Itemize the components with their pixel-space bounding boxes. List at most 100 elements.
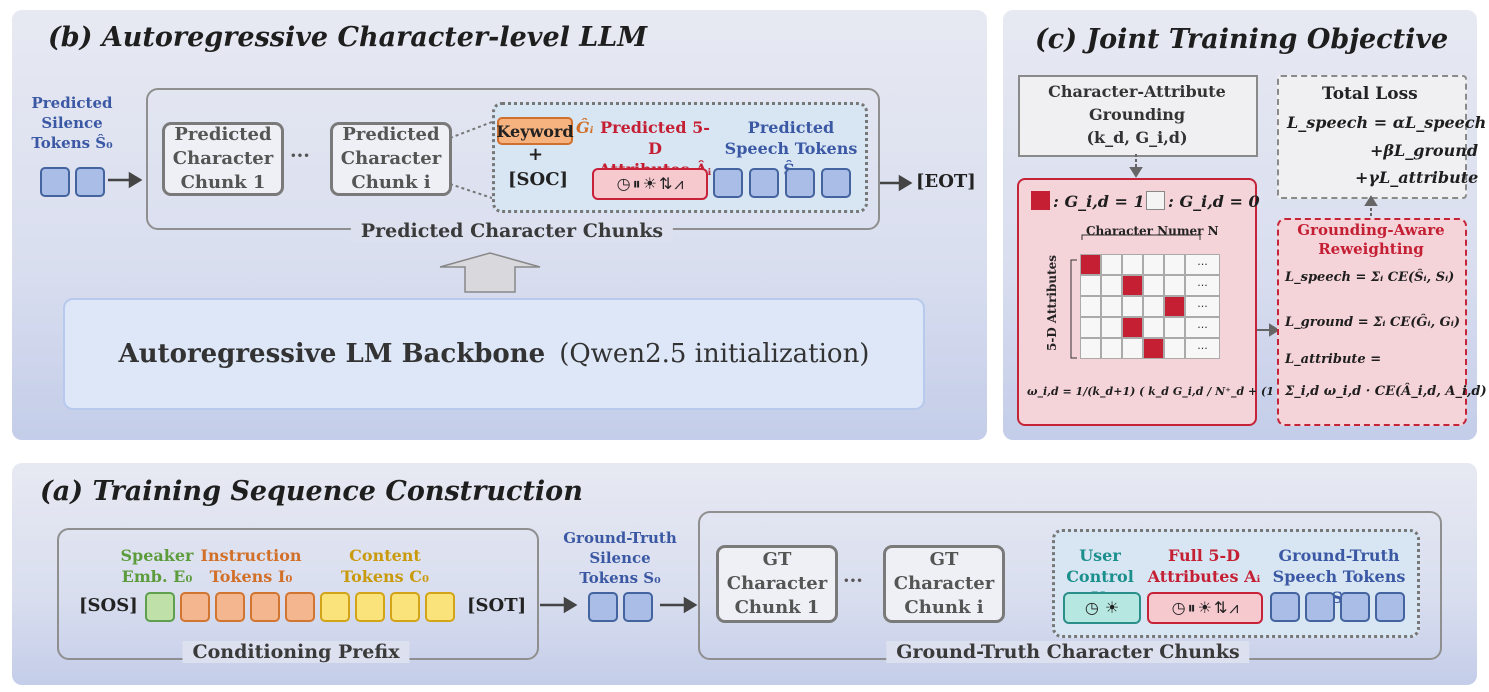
backbone-main-label: Autoregressive LM Backbone: [118, 339, 546, 369]
loss-attribute-label: L_attribute =: [1285, 352, 1382, 367]
content-token: [425, 592, 455, 622]
silence-token: [40, 167, 70, 197]
backbone-sub-label: (Qwen2.5 initialization): [559, 339, 870, 369]
gt-speech-token: [1305, 592, 1335, 622]
updown-icon: ⇅: [658, 174, 673, 193]
gt-silence-token: [588, 592, 618, 622]
panel-c-title: (c) Joint Training Objective: [1035, 24, 1449, 55]
gt-speech-token: [1340, 592, 1370, 622]
loss-speech: L_speech = Σᵢ CE(Ŝᵢ, Sᵢ): [1285, 270, 1455, 285]
matrix-cell-filled: [1122, 317, 1143, 338]
matrix-cell-empty: [1101, 296, 1122, 317]
matrix-cell-filled: [1143, 338, 1164, 359]
bulb-icon: ☀: [1104, 598, 1120, 617]
matrix-cell-empty: [1080, 275, 1101, 296]
speech-token: [749, 168, 779, 198]
legend-empty-label: : G_i,d = 0: [1168, 192, 1260, 211]
ellipsis: ···: [290, 145, 310, 167]
full-attributes-label: Full 5-D Attributes Aᵢ: [1147, 546, 1261, 586]
content-token: [320, 592, 350, 622]
instruction-token: [285, 592, 315, 622]
instruction-token: [180, 592, 210, 622]
matrix-cell-empty: [1143, 317, 1164, 338]
legend-empty-swatch: [1146, 191, 1165, 210]
loss-ground: L_ground = Σᵢ CE(Ĝᵢ, Gᵢ): [1285, 315, 1461, 330]
plus-sign: +: [528, 144, 544, 165]
matrix-cell-empty: [1101, 338, 1122, 359]
content-token: [390, 592, 420, 622]
gt-chunk-1: GT Character Chunk 1: [716, 545, 838, 623]
speech-token: [785, 168, 815, 198]
updown-icon: ⇅: [1213, 598, 1228, 617]
panel-a-title: (a) Training Sequence Construction: [40, 476, 583, 507]
matrix-cell-empty: [1164, 317, 1185, 338]
speaker-label: Speaker Emb. E₀: [120, 546, 194, 586]
matrix-cell-empty: [1143, 254, 1164, 275]
predicted-chunk-1: Predicted Character Chunk 1: [162, 122, 284, 196]
wave-icon: ⩘: [674, 174, 684, 193]
total-loss-line-1: L_speech = αL_speech: [1287, 113, 1487, 132]
keyword-tag: Keyword: [496, 117, 574, 145]
speaker-token: [145, 592, 175, 622]
bulb-icon: ☀: [642, 174, 657, 193]
conditioning-prefix-label: Conditioning Prefix: [182, 641, 410, 663]
gt-silence-token: [623, 592, 653, 622]
matrix-row-ellipsis: ···: [1185, 275, 1220, 296]
eot-token: [EOT]: [916, 171, 976, 192]
content-token: [355, 592, 385, 622]
clock-icon: ◷: [1084, 598, 1099, 617]
predicted-chunk-i: Predicted Character Chunk i: [330, 122, 452, 196]
reweighting-title: Grounding-Aware Reweighting: [1297, 221, 1445, 258]
matrix-cell-empty: [1143, 296, 1164, 317]
matrix-cell-empty: [1122, 338, 1143, 359]
matrix-row-ellipsis: ···: [1185, 317, 1220, 338]
total-loss-line-3: +γL_attribute: [1355, 168, 1479, 187]
lm-backbone: Autoregressive LM Backbone (Qwen2.5 init…: [63, 298, 925, 410]
wave-icon: ⩘: [1229, 598, 1239, 617]
matrix-cell-filled: [1164, 296, 1185, 317]
matrix-cell-empty: [1101, 254, 1122, 275]
predicted-chunks-label: Predicted Character Chunks: [350, 220, 674, 242]
reweighting-box: [1277, 218, 1467, 426]
matrix-row-ellipsis: ···: [1185, 254, 1220, 275]
user-control-box: ◷ ☀: [1063, 592, 1141, 624]
soc-token: [SOC]: [508, 169, 569, 190]
speech-token: [713, 168, 743, 198]
legend-filled-swatch: [1031, 191, 1050, 210]
panel-b-title: (b) Autoregressive Character-level LLM: [48, 22, 648, 53]
matrix-cell-empty: [1101, 275, 1122, 296]
pause-icon: ⏸: [1187, 598, 1196, 617]
instruction-label: Instruction Tokens I₀: [200, 546, 302, 586]
keyword-symbol: Ĝᵢ: [576, 118, 594, 137]
gt-speech-label: Ground-Truth Speech Tokens Sᵢ: [1272, 546, 1406, 607]
gt-ellipsis: ···: [843, 570, 863, 592]
grounding-matrix: [1070, 234, 1201, 359]
predicted-silence-label: Predicted Silence Tokens Ŝ₀: [31, 94, 113, 152]
up-arrow-shape: [439, 252, 541, 293]
speech-token: [821, 168, 851, 198]
matrix-row-ellipsis: ···: [1185, 296, 1220, 317]
gt-silence-label: Ground-Truth Silence Tokens S₀: [563, 529, 677, 587]
total-loss-title: Total Loss: [1322, 84, 1418, 104]
bulb-icon: ☀: [1197, 598, 1212, 617]
instruction-token: [215, 592, 245, 622]
gt-speech-token: [1270, 592, 1300, 622]
total-loss-line-2: +βL_ground: [1370, 141, 1479, 160]
clock-icon: ◷: [616, 174, 631, 193]
matrix-cell-empty: [1164, 338, 1185, 359]
matrix-cell-empty: [1122, 254, 1143, 275]
instruction-token: [250, 592, 280, 622]
matrix-cell-empty: [1164, 254, 1185, 275]
pause-icon: ⏸: [632, 174, 641, 193]
matrix-row-ellipsis: ···: [1185, 338, 1220, 359]
sot-token: [SOT]: [467, 595, 527, 616]
matrix-grid: ···············: [1080, 254, 1220, 364]
matrix-cell-empty: [1101, 317, 1122, 338]
matrix-cell-filled: [1080, 254, 1101, 275]
matrix-cell-empty: [1164, 275, 1185, 296]
matrix-cell-empty: [1080, 338, 1101, 359]
predicted-attributes-box: ◷ ⏸ ☀ ⇅ ⩘: [592, 168, 708, 200]
